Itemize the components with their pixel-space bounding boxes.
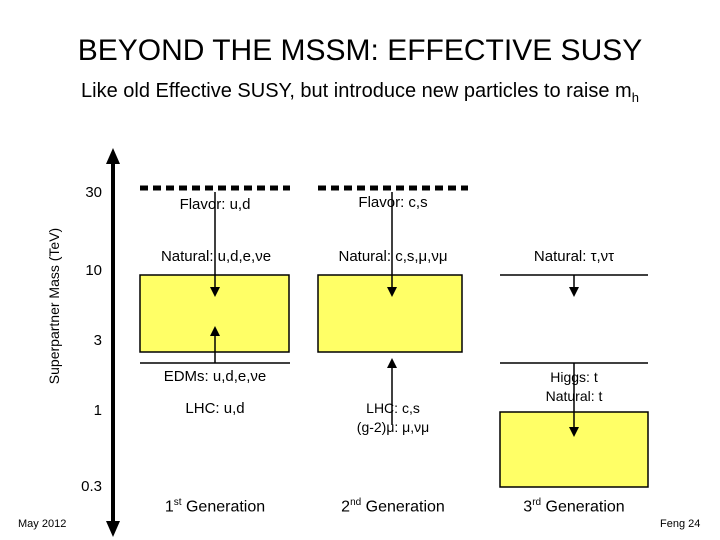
generation-label-second: 2nd Generation [341, 497, 445, 516]
higgs-label-third: Higgs: t [550, 369, 598, 385]
tick-label-0-3: 0.3 [81, 478, 102, 495]
generation-label-first: 1st Generation [164, 497, 266, 516]
tick-label-10: 10 [85, 262, 102, 279]
footer-date: May 2012 [18, 518, 67, 530]
axis-arrow-up-icon [106, 148, 120, 164]
mass-range-box-second [317, 274, 463, 353]
axis-arrow-down-icon [106, 521, 120, 537]
tick-label-30: 30 [85, 184, 102, 201]
natural-label-second: Natural: c,s,μ,νμ [338, 248, 448, 265]
lhc-label-second: LHC: c,s [366, 400, 420, 416]
natural-label-first: Natural: u,d,e,νe [160, 248, 272, 265]
lhc-label-first: LHC: u,d [185, 400, 245, 417]
footer-page: Feng 24 [660, 518, 701, 530]
tick-label-3: 3 [93, 332, 102, 349]
g2-label-second: (g-2)μ: μ,νμ [356, 419, 430, 435]
edms-label-first: EDMs: u,d,e,νe [163, 368, 267, 385]
flavor-label-second: Flavor: c,s [358, 194, 428, 211]
flavor-label-first: Flavor: u,d [179, 196, 251, 213]
page-title: BEYOND THE MSSM: EFFECTIVE SUSY [77, 34, 643, 67]
natural-t-label-third: Natural: t [545, 388, 603, 404]
generation-label-third: 3rd Generation [523, 497, 625, 516]
natural-label-third: Natural: τ,ντ [533, 248, 615, 265]
page-subtitle: Like old Effective SUSY, but introduce n… [81, 80, 639, 105]
tick-label-1: 1 [93, 402, 102, 419]
